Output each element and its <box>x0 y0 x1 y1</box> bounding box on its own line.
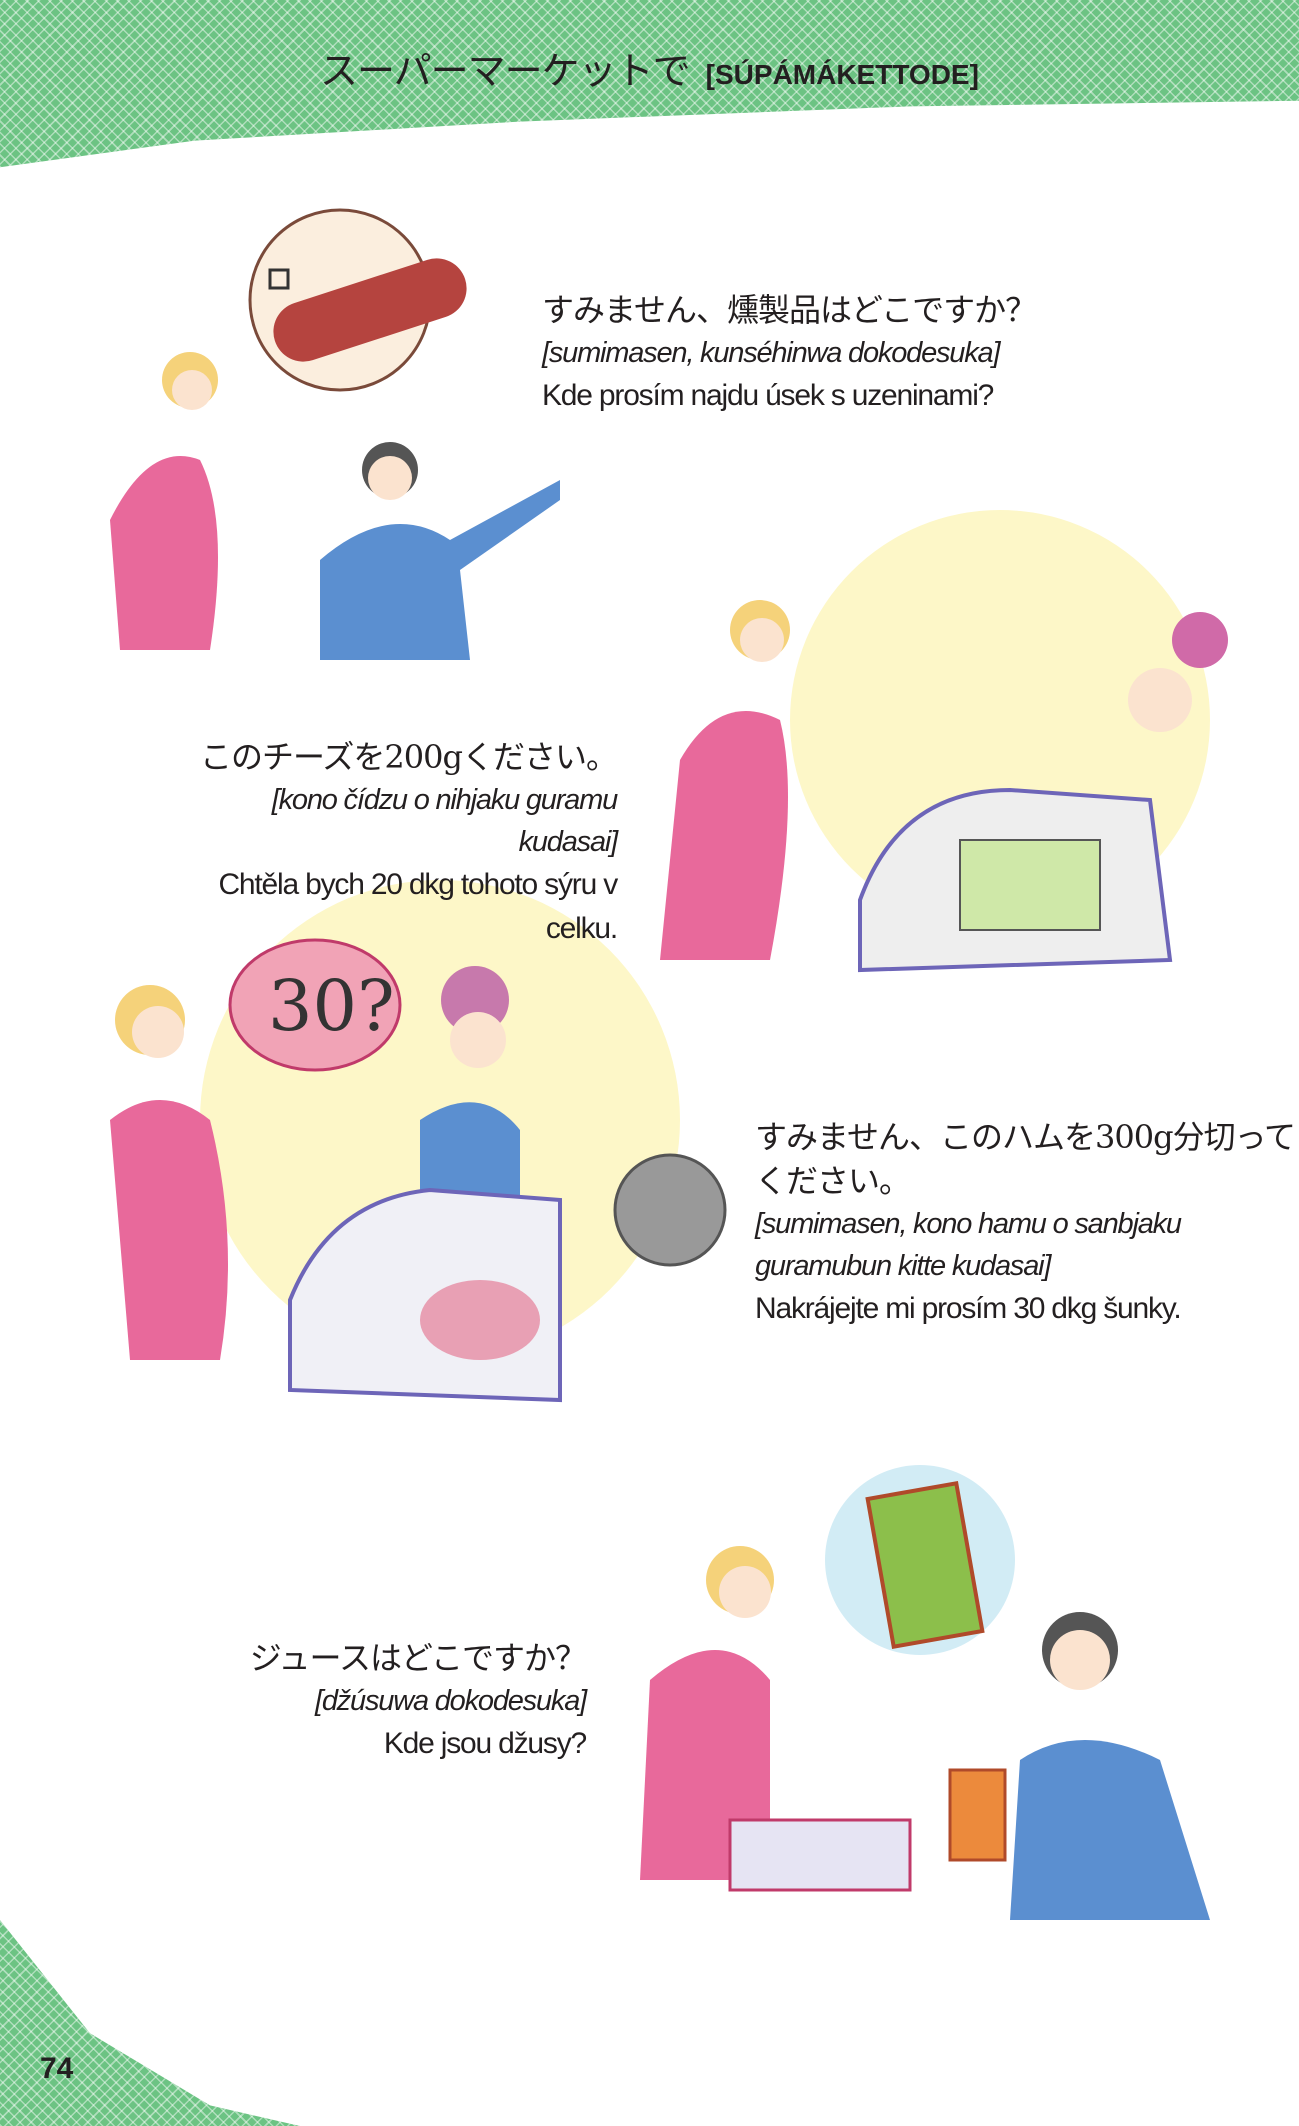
dialogue-romaji-line2: guramubun kitte kudasai] <box>755 1250 1051 1282</box>
header-pattern <box>0 0 1299 168</box>
dialogue-jp-line1: すみません、このハムを300g分切って <box>755 1118 1296 1156</box>
dialogue-romaji: [sumimasen, kunséhinwa dokodesuka] <box>542 337 1001 369</box>
dialogue-jp: ジュースはどこですか？ <box>249 1639 587 1677</box>
illustration-sausage <box>110 208 560 660</box>
illustration-ham: 30? <box>110 880 727 1403</box>
dialogue-romaji: [kono čídzu o nihjaku guramu kudasai] <box>271 784 618 858</box>
dialogue-1: すみません、燻製品はどこですか？ [sumimasen, kunséhinwa … <box>542 288 1037 418</box>
dialogue-romaji-line1: [sumimasen, kono hamu o sanbjaku <box>755 1208 1182 1240</box>
dialogue-cz: Kde jsou džusy? <box>383 1727 587 1760</box>
dialogue-cz: Nakrájejte mi prosím 30 dkg šunky. <box>755 1292 1182 1325</box>
page-title: スーパーマーケットで [SÚPÁMÁKETTODE] <box>0 40 1299 95</box>
dialogue-jp: すみません、燻製品はどこですか？ <box>542 291 1037 329</box>
dialogue-3: すみません、このハムを300g分切って ください。 [sumimasen, ko… <box>755 1115 1296 1331</box>
illustration-cheese <box>660 510 1228 973</box>
dialogue-cz: Kde prosím najdu úsek s uzeninami? <box>542 379 994 412</box>
dialogue-cz: Chtěla bych 20 dkg tohoto sýru v celku. <box>218 868 618 945</box>
dialogue-2: このチーズを200gください。 [kono čídzu o nihjaku gu… <box>180 735 618 951</box>
illustration-juice <box>640 1465 1210 1920</box>
dialogue-jp: このチーズを200gください。 <box>200 738 618 776</box>
dialogue-jp-line2: ください。 <box>755 1162 911 1200</box>
dialogue-romaji: [džúsuwa dokodesuka] <box>314 1685 587 1717</box>
dialogue-4: ジュースはどこですか？ [džúsuwa dokodesuka] Kde jso… <box>200 1636 587 1766</box>
bubble-30-text: 30? <box>268 965 395 1047</box>
title-romaji: [SÚPÁMÁKETTODE] <box>705 59 979 90</box>
page-number: 74 <box>40 2052 74 2085</box>
title-jp: スーパーマーケットで <box>320 49 691 93</box>
